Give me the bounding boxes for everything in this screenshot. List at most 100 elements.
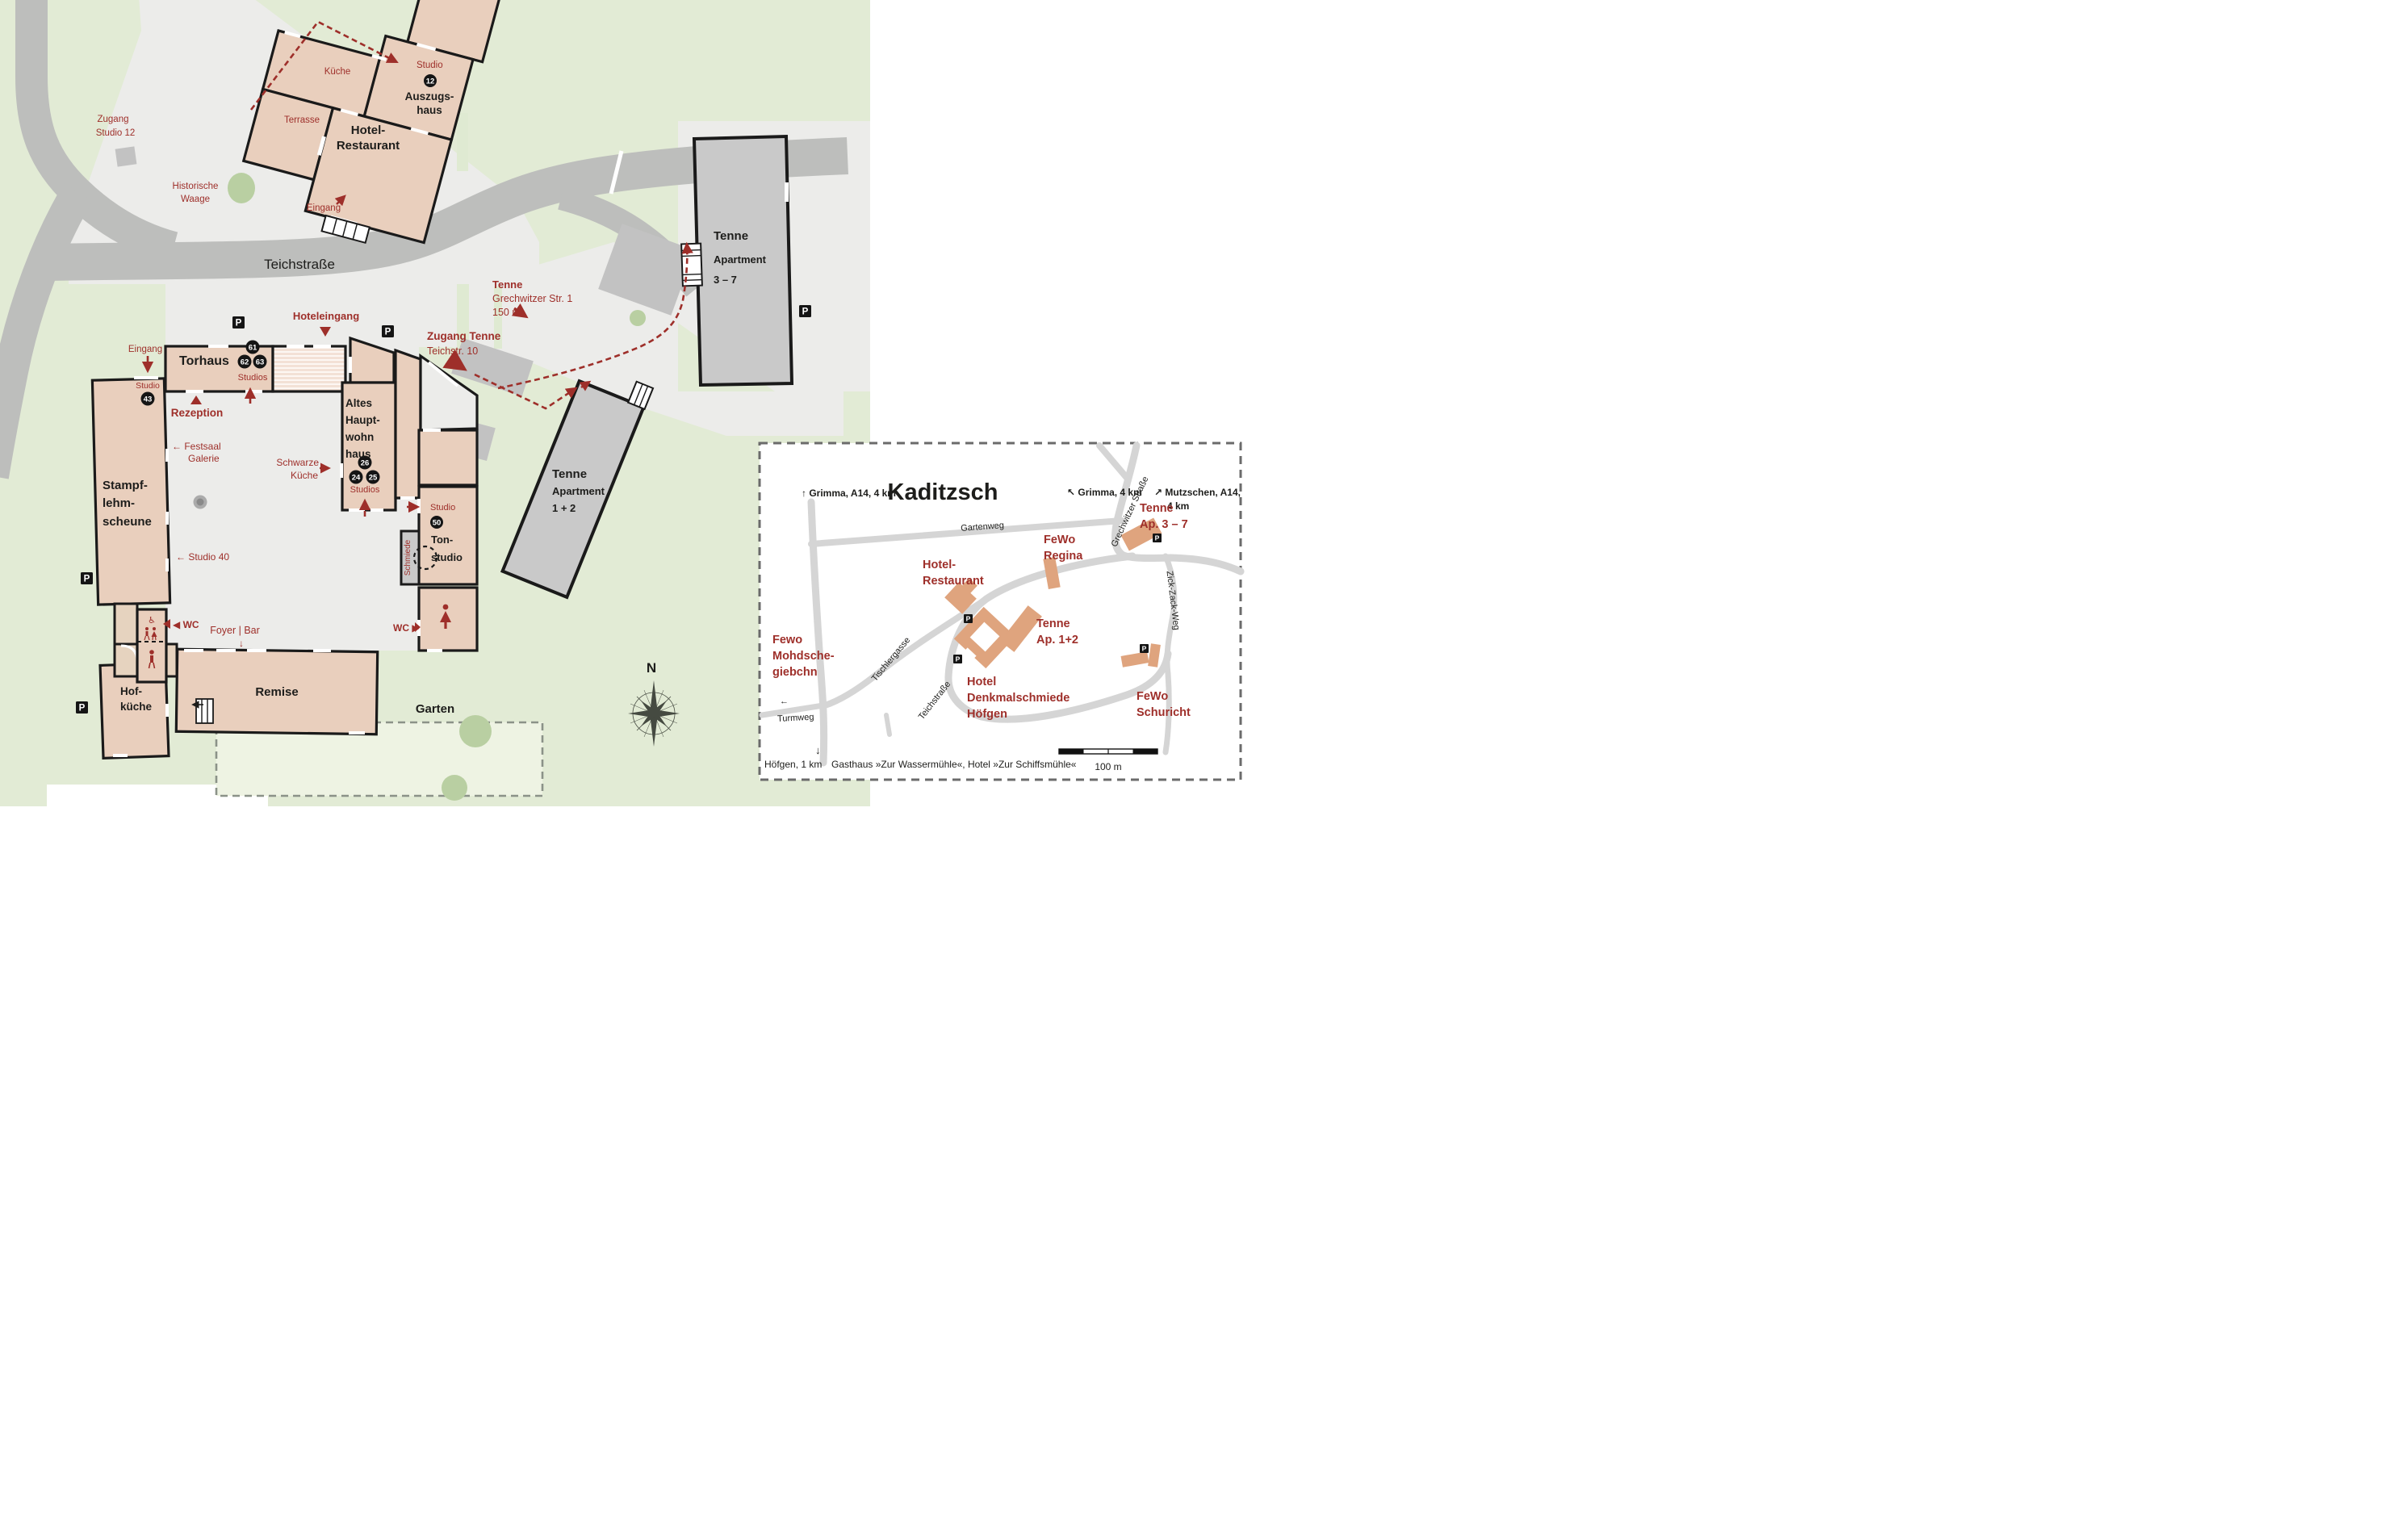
svg-text:P: P — [236, 319, 242, 329]
svg-text:P: P — [79, 704, 86, 714]
svg-text:150 m: 150 m — [492, 307, 521, 318]
studio40-label: ← Studio 40 — [176, 551, 229, 563]
wc-left-pointer — [163, 619, 170, 629]
svg-text:Restaurant: Restaurant — [337, 139, 400, 153]
galerie-label: Galerie — [188, 453, 220, 464]
svg-text:4 km: 4 km — [1167, 500, 1189, 512]
svg-text:studio: studio — [431, 551, 463, 563]
svg-text:giebchn: giebchn — [772, 666, 818, 679]
tonstudio-label: Ton- — [431, 534, 453, 546]
svg-text:P: P — [802, 308, 809, 317]
tenne12-label: Tenne — [552, 467, 587, 481]
festsaal-label: ← Festsaal — [172, 441, 221, 452]
svg-text:26: 26 — [361, 459, 370, 468]
svg-text:P: P — [84, 575, 90, 584]
stampflehmscheune-label: Stampf- — [103, 479, 148, 492]
svg-text:Ap. 3 – 7: Ap. 3 – 7 — [1140, 518, 1188, 531]
svg-text:12: 12 — [426, 77, 435, 86]
wc-right-label: WC ▶ — [393, 622, 420, 634]
svg-text:61: 61 — [249, 344, 257, 353]
zugang-studio12-label: Zugang — [97, 115, 128, 124]
wc-left-label: ◀ WC — [173, 619, 199, 630]
route-studio12 — [249, 20, 399, 111]
svg-text:wohn: wohn — [345, 431, 374, 443]
route-tenne37 — [497, 241, 693, 390]
svg-text:Apartment: Apartment — [714, 253, 767, 266]
eingang-hotel-label: Eingang — [307, 203, 341, 213]
teichstrasse-label: Teichstraße — [264, 257, 335, 272]
garten-label: Garten — [416, 702, 454, 716]
studio-badges: 12 61 62 63 43 26 24 25 50 — [140, 74, 443, 529]
hotel-restaurant-label: Hotel- — [351, 123, 386, 137]
svg-text:scheune: scheune — [103, 515, 152, 529]
trees — [228, 173, 646, 801]
remise-building — [174, 647, 379, 736]
svg-text:Waage: Waage — [181, 195, 210, 204]
wheelchair-icon: ♿ — [148, 616, 156, 626]
svg-text:haus: haus — [417, 104, 442, 116]
foyer-arrow: ↓ — [239, 638, 244, 649]
hofkueche-label: Hof- — [120, 685, 142, 697]
svg-text:küche: küche — [120, 701, 153, 713]
svg-text:62: 62 — [241, 358, 249, 367]
svg-text:1 + 2: 1 + 2 — [552, 502, 576, 514]
inset-streets — [759, 441, 1245, 767]
parking-signs: P P P P P — [76, 305, 811, 714]
foyer-bar-label: Foyer | Bar — [210, 625, 260, 636]
tenne-apartment-1-2-building — [500, 379, 655, 600]
svg-text:Apartment: Apartment — [552, 485, 605, 497]
inset-fewo-mohd-label: Fewo — [772, 634, 802, 647]
tonstudio-building — [417, 485, 479, 586]
compass: N — [628, 660, 680, 747]
road-divider — [609, 150, 624, 195]
inset-hotel-restaurant-label: Hotel- — [923, 559, 956, 571]
svg-text:Ap. 1+2: Ap. 1+2 — [1036, 634, 1078, 647]
inset-grimma-a14: ↑ Grimma, A14, 4 km — [802, 488, 896, 499]
svg-text:P: P — [966, 615, 971, 623]
svg-text:P: P — [956, 655, 961, 663]
svg-text:50: 50 — [433, 519, 442, 528]
inset-fewo-schuricht-label: FeWo — [1137, 690, 1168, 703]
svg-text:Haupt-: Haupt- — [345, 414, 380, 426]
studio12-label: Studio — [417, 61, 443, 70]
inset-hoefgen-arrow: ↓ — [815, 744, 821, 756]
svg-text:3 – 7: 3 – 7 — [714, 274, 737, 286]
torhaus-label: Torhaus — [179, 354, 229, 368]
remise-label: Remise — [255, 685, 298, 699]
inset-scale-bar: 100 m — [1058, 748, 1158, 772]
inset-turmweg-arrow: ← — [780, 697, 789, 706]
altes-hauptwohnhaus-label: Altes — [345, 397, 372, 409]
kueche-label: Küche — [324, 67, 351, 77]
route-tenne12 — [474, 373, 578, 410]
altes-studios-label: Studios — [350, 485, 380, 495]
studio43-label: Studio — [136, 381, 160, 391]
inset-border — [758, 441, 1242, 781]
inset-gasthaus-line: Gasthaus »Zur Wassermühle«, Hotel »Zur S… — [831, 759, 1077, 770]
inset-hoefgen-line: Höfgen, 1 km — [764, 759, 822, 770]
hoteleingang-marker — [320, 327, 331, 337]
site-map: ♿ 12 61 62 63 43 26 24 25 50 P P P P P T… — [0, 0, 1247, 806]
svg-text:P: P — [1155, 534, 1160, 542]
schmiede-label: Schmiede — [404, 539, 412, 575]
schwarze-kueche-label: Schwarze — [276, 457, 319, 468]
inner-courtyard — [419, 353, 479, 432]
svg-text:P: P — [385, 328, 391, 337]
inset-title: Kaditzsch — [888, 479, 998, 505]
svg-text:63: 63 — [256, 358, 265, 367]
eingang-hotel-arrow — [334, 195, 346, 207]
tenne37-stairs — [680, 242, 703, 287]
svg-text:Restaurant: Restaurant — [923, 575, 984, 588]
svg-text:43: 43 — [144, 395, 153, 404]
tenne-apartment-3-7-building — [692, 134, 794, 387]
torhaus-studios-label: Studios — [238, 373, 268, 383]
wc-right-pointer — [415, 622, 421, 632]
inset-tenne37-label: Tenne — [1140, 502, 1174, 515]
schmiede-building — [400, 529, 421, 586]
svg-text:Mohdsche-: Mohdsche- — [772, 650, 835, 663]
persons-icon — [144, 627, 157, 641]
person-icon — [148, 650, 156, 669]
svg-text:Höfgen: Höfgen — [967, 708, 1007, 721]
eingang-left-label: Eingang — [128, 345, 162, 354]
compass-north-label: N — [647, 660, 656, 676]
routes — [141, 20, 693, 632]
